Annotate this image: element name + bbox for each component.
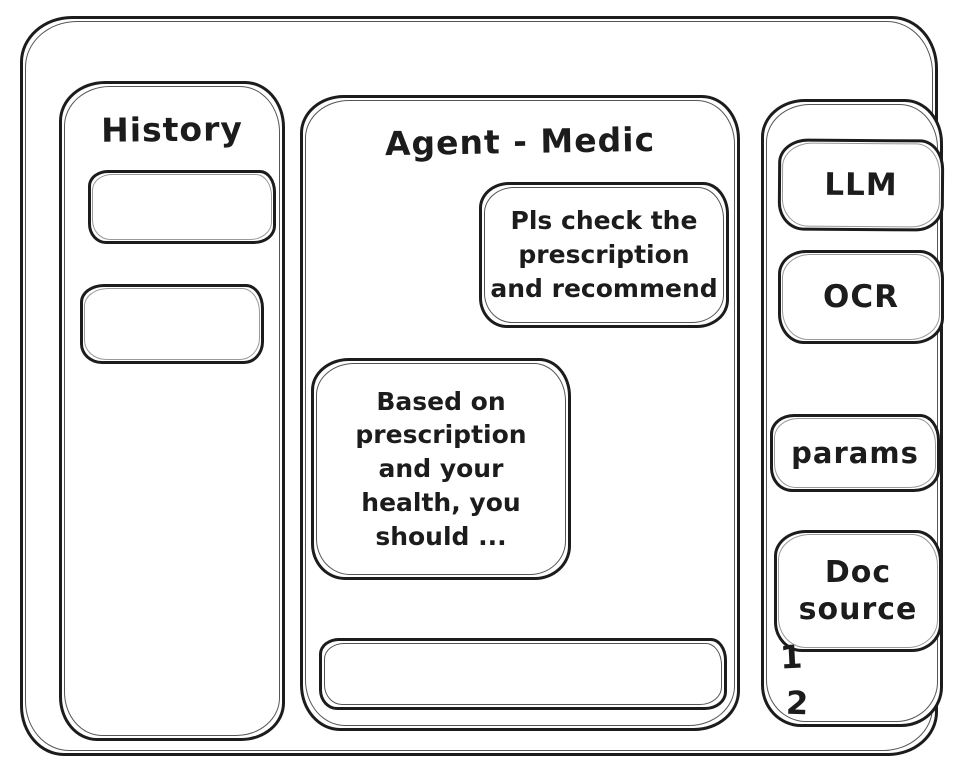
history-panel: History xyxy=(59,81,285,741)
assistant-message-bubble: Based on prescription and your health, y… xyxy=(311,358,571,580)
message-input-box[interactable] xyxy=(319,638,727,710)
history-title: History xyxy=(100,109,244,150)
tools-panel: LLM OCR params Doc source 1 2 xyxy=(761,99,945,727)
user-message-bubble: Pls check the prescription and recommend xyxy=(479,182,729,328)
chat-title: Agent - Medic xyxy=(384,119,656,164)
doc-source-button[interactable]: Doc source xyxy=(774,530,942,652)
doc-source-item-2[interactable]: 2 xyxy=(785,683,809,723)
params-button[interactable]: params xyxy=(770,414,940,492)
doc-source-item-1[interactable]: 1 xyxy=(779,637,804,677)
message-input[interactable] xyxy=(334,647,716,701)
history-item[interactable] xyxy=(80,284,264,364)
history-item[interactable] xyxy=(88,170,276,244)
ocr-button[interactable]: OCR xyxy=(778,250,944,344)
llm-button[interactable]: LLM xyxy=(777,138,945,232)
chat-panel: Agent - Medic Pls check the prescription… xyxy=(300,95,740,731)
app-window: History Agent - Medic Pls check the pres… xyxy=(20,16,945,756)
